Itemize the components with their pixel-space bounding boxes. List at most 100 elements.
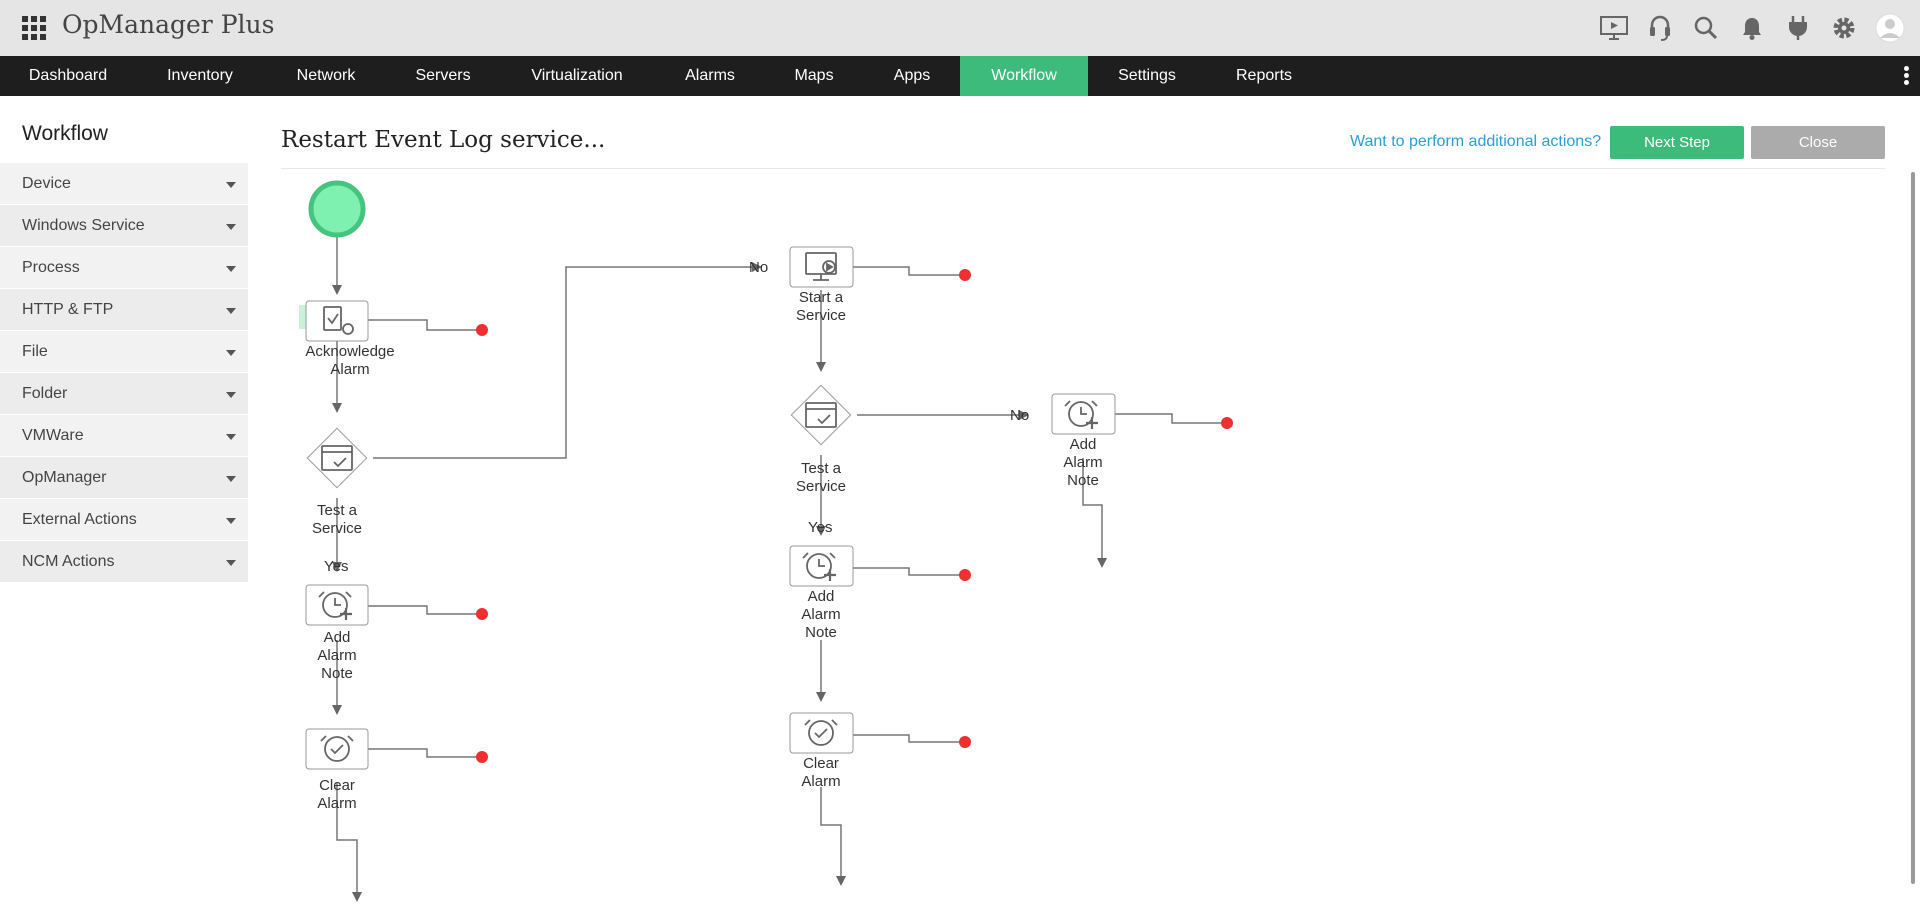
node-label-text: Clear Alarm xyxy=(317,777,357,812)
node-label-test-service: Test a Service xyxy=(761,460,881,496)
acknowledge-alarm-node xyxy=(305,300,369,342)
canvas-scrollbar[interactable] xyxy=(1911,172,1915,884)
sidebar-item-external-actions[interactable]: External Actions xyxy=(0,499,248,540)
connector-arrow xyxy=(1082,458,1107,568)
node-label-text: Clear Alarm xyxy=(801,755,841,790)
bell-icon[interactable] xyxy=(1736,12,1768,44)
branch-label-yes: Yes xyxy=(808,519,833,536)
connector-arrow xyxy=(336,783,362,902)
nav-alarms[interactable]: Alarms xyxy=(685,67,735,84)
nav-servers[interactable]: Servers xyxy=(415,67,471,84)
sidebar-item-folder[interactable]: Folder xyxy=(0,373,248,414)
sidebar-item-label: External Actions xyxy=(22,511,137,528)
end-node xyxy=(959,569,971,581)
nav-apps[interactable]: Apps xyxy=(893,67,931,84)
node-label-text: Test a Service xyxy=(795,460,847,495)
sidebar-item-label: Process xyxy=(22,259,80,276)
sidebar-item-opmanager[interactable]: OpManager xyxy=(0,457,248,498)
branch-label-yes: Yes xyxy=(324,558,349,575)
sidebar-item-vmware[interactable]: VMWare xyxy=(0,415,248,456)
end-connector xyxy=(853,567,964,576)
user-avatar-icon[interactable] xyxy=(1874,12,1906,44)
end-connector xyxy=(853,266,964,276)
app-grid-icon[interactable] xyxy=(22,16,46,40)
nav-inventory[interactable]: Inventory xyxy=(167,67,233,84)
sidebar-item-file[interactable]: File xyxy=(0,331,248,372)
selection-marker xyxy=(299,305,307,329)
sidebar-title: Workflow xyxy=(22,122,108,145)
sidebar-item-label: Windows Service xyxy=(22,217,145,234)
node-label-add-alarm-note: Add Alarm Note xyxy=(761,588,881,642)
sidebar-item-label: Device xyxy=(22,175,71,192)
close-button[interactable]: Close xyxy=(1751,126,1885,159)
additional-actions-link[interactable]: Want to perform additional actions? xyxy=(1350,133,1602,150)
node-label-text: Add Alarm Note xyxy=(1063,436,1103,489)
end-node xyxy=(959,269,971,281)
app-title: OpManager Plus xyxy=(62,10,275,39)
add-alarm-note-node xyxy=(305,584,369,626)
end-node xyxy=(476,608,488,620)
caret-down-icon xyxy=(226,392,236,398)
sidebar: Workflow Device Windows Service Process … xyxy=(0,96,248,913)
sidebar-item-label: OpManager xyxy=(22,469,107,486)
node-label-text: Test a Service xyxy=(311,502,363,537)
sidebar-item-windows-service[interactable]: Windows Service xyxy=(0,205,248,246)
sidebar-item-device[interactable]: Device xyxy=(0,163,248,204)
caret-down-icon xyxy=(226,434,236,440)
sidebar-item-label: HTTP & FTP xyxy=(22,301,114,318)
end-node xyxy=(959,736,971,748)
headset-icon[interactable] xyxy=(1644,12,1676,44)
nav-network[interactable]: Network xyxy=(296,67,356,84)
connector-arrow xyxy=(820,787,846,886)
alarm-clock-plus-icon xyxy=(318,591,352,620)
caret-down-icon xyxy=(226,266,236,272)
presentation-icon[interactable] xyxy=(1598,12,1630,44)
clear-alarm-node xyxy=(305,728,369,770)
alarm-clock-plus-icon xyxy=(1064,400,1098,429)
node-label-text: Start a Service xyxy=(795,289,847,324)
nav-workflow[interactable]: Workflow xyxy=(960,56,1088,96)
alarm-clock-plus-icon xyxy=(802,552,836,581)
end-node xyxy=(476,324,488,336)
node-label-clear-alarm: Clear Alarm xyxy=(761,755,881,791)
end-connector xyxy=(368,605,482,615)
branch-label-no: No xyxy=(1010,407,1030,424)
workflow-start-node xyxy=(308,180,366,238)
caret-down-icon xyxy=(226,560,236,566)
nav-dashboard[interactable]: Dashboard xyxy=(28,67,108,84)
nav-reports[interactable]: Reports xyxy=(1235,67,1293,84)
next-step-button[interactable]: Next Step xyxy=(1610,126,1744,159)
node-label-start-service: Start a Service xyxy=(761,289,881,325)
node-label-text: Add Alarm Note xyxy=(801,588,841,641)
acknowledge-alarm-icon xyxy=(323,306,354,335)
nav-maps[interactable]: Maps xyxy=(794,67,834,84)
nav-virtualization[interactable]: Virtualization xyxy=(531,67,623,84)
caret-down-icon xyxy=(226,476,236,482)
caret-down-icon xyxy=(226,350,236,356)
node-label-add-alarm-note: Add Alarm Note xyxy=(277,629,397,683)
more-menu-icon[interactable] xyxy=(1902,64,1910,88)
sidebar-item-label: Folder xyxy=(22,385,68,402)
sidebar-item-http-ftp[interactable]: HTTP & FTP xyxy=(0,289,248,330)
node-label-text: Add Alarm Note xyxy=(317,629,357,682)
window-check-icon xyxy=(805,402,837,428)
nav-settings[interactable]: Settings xyxy=(1118,67,1176,84)
plug-icon[interactable] xyxy=(1782,12,1814,44)
search-icon[interactable] xyxy=(1690,12,1722,44)
connector-arrow xyxy=(373,262,762,459)
end-node xyxy=(1221,417,1233,429)
start-service-node xyxy=(789,246,854,288)
end-connector xyxy=(1115,413,1226,424)
window-check-icon xyxy=(321,445,353,471)
end-connector xyxy=(368,748,482,758)
sidebar-item-label: File xyxy=(22,343,48,360)
alarm-clock-check-icon xyxy=(320,735,354,762)
sidebar-item-process[interactable]: Process xyxy=(0,247,248,288)
node-label-test-service: Test a Service xyxy=(277,502,397,538)
page-title: Restart Event Log service... xyxy=(281,127,606,153)
sidebar-item-ncm-actions[interactable]: NCM Actions xyxy=(0,541,248,582)
top-bar: OpManager Plus xyxy=(0,0,1920,56)
caret-down-icon xyxy=(226,224,236,230)
gear-icon[interactable] xyxy=(1828,12,1860,44)
